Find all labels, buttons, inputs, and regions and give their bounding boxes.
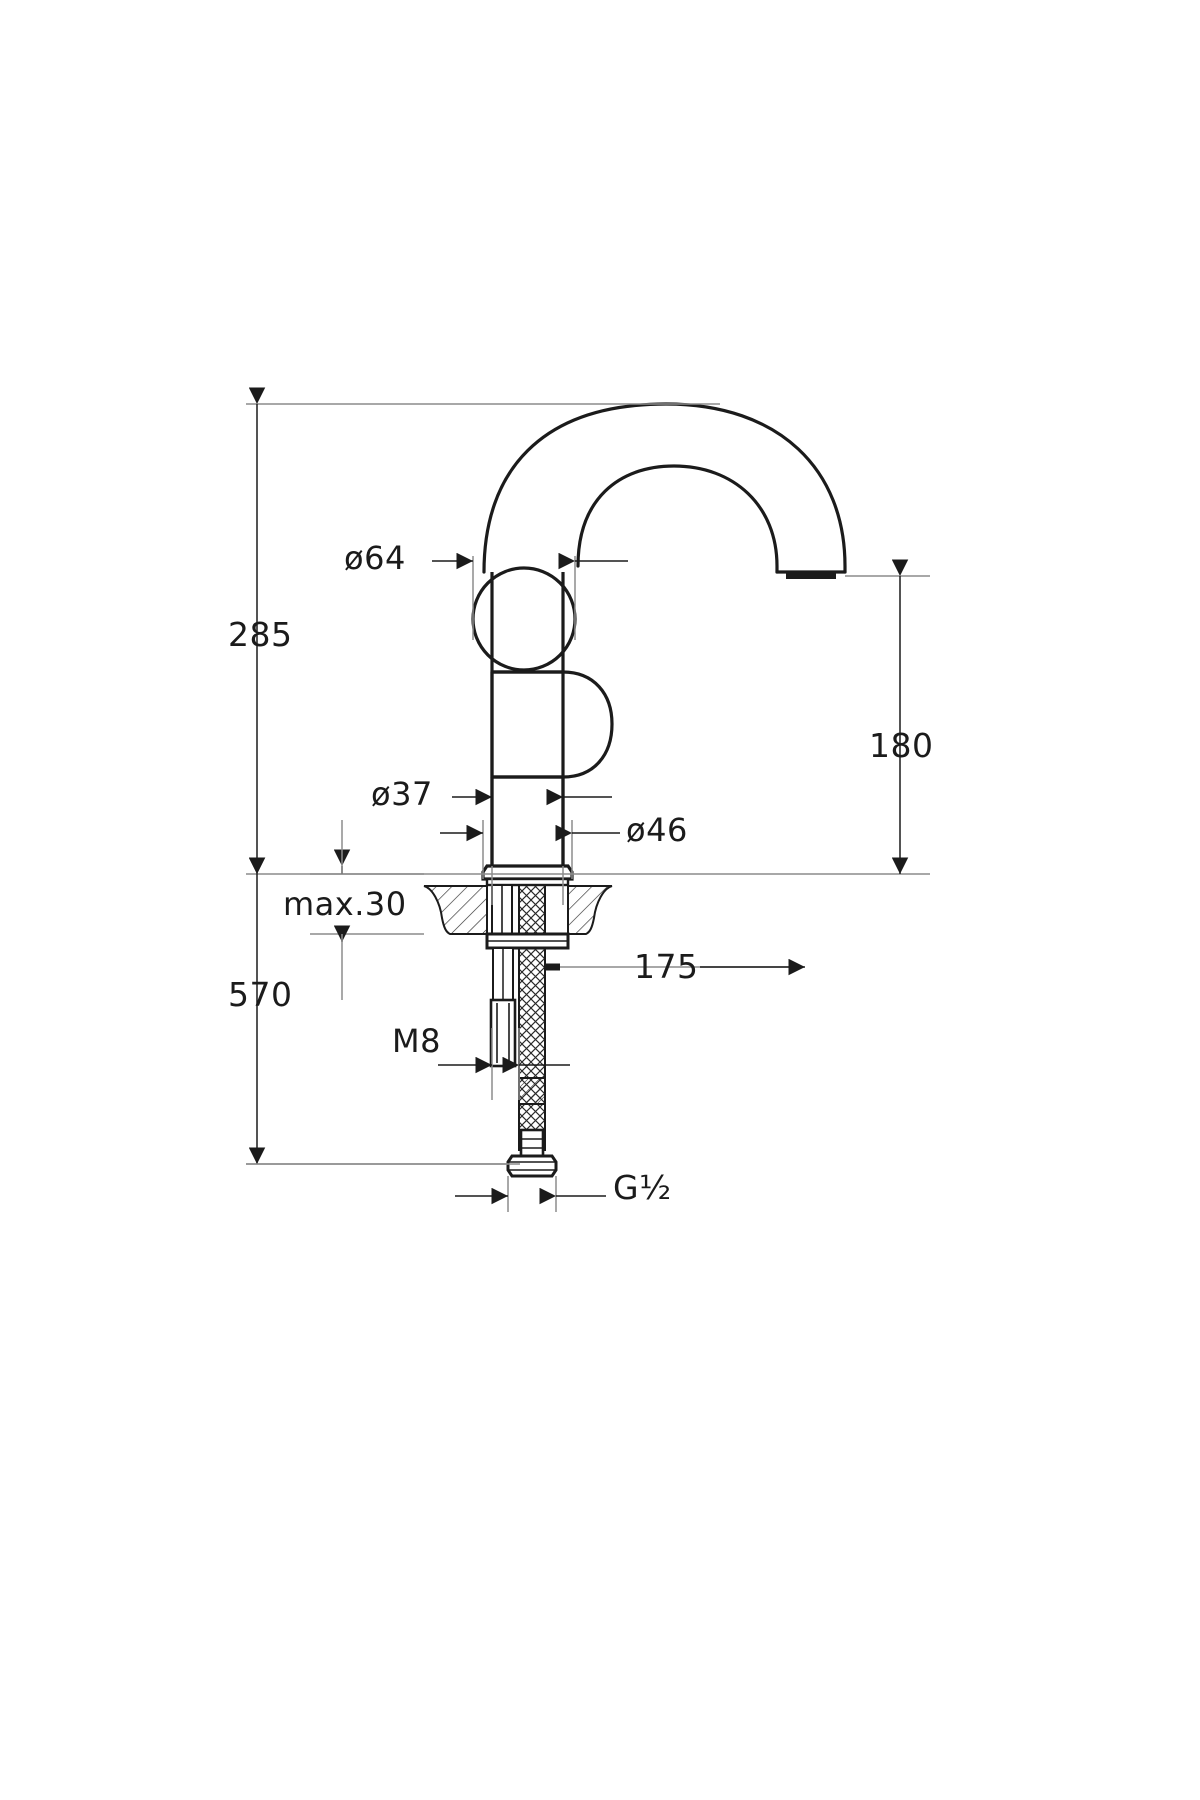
dimension-label-285: 285 bbox=[228, 615, 293, 654]
dimension-label-175: 175 bbox=[634, 947, 699, 986]
dimension-label-g-half: G½ bbox=[613, 1168, 672, 1207]
hose-end-fitting bbox=[506, 1128, 558, 1178]
fixing-nut bbox=[485, 932, 570, 950]
lever-handle bbox=[490, 670, 614, 779]
flexible-hose bbox=[518, 884, 546, 1151]
dimension-label-max-30: max.30 bbox=[283, 885, 407, 923]
spout-arc bbox=[482, 402, 847, 574]
dimension-label-180: 180 bbox=[869, 726, 934, 765]
worktop-section bbox=[423, 885, 613, 935]
ball-joint bbox=[471, 566, 577, 672]
dimension-label-diameter-64: ø64 bbox=[344, 539, 406, 577]
dimension-label-diameter-37: ø37 bbox=[371, 775, 433, 813]
threaded-rod bbox=[489, 947, 517, 1068]
base-flange bbox=[481, 864, 574, 881]
m8-thread-band bbox=[518, 1077, 546, 1105]
dimension-label-diameter-46: ø46 bbox=[626, 811, 688, 849]
dimension-label-m8: M8 bbox=[392, 1022, 441, 1060]
dimension-label-570: 570 bbox=[228, 975, 293, 1014]
product-outline bbox=[423, 402, 847, 1178]
mounting-stud bbox=[491, 884, 513, 939]
aerator-lip bbox=[786, 572, 836, 579]
dimension-lines bbox=[246, 387, 930, 1212]
